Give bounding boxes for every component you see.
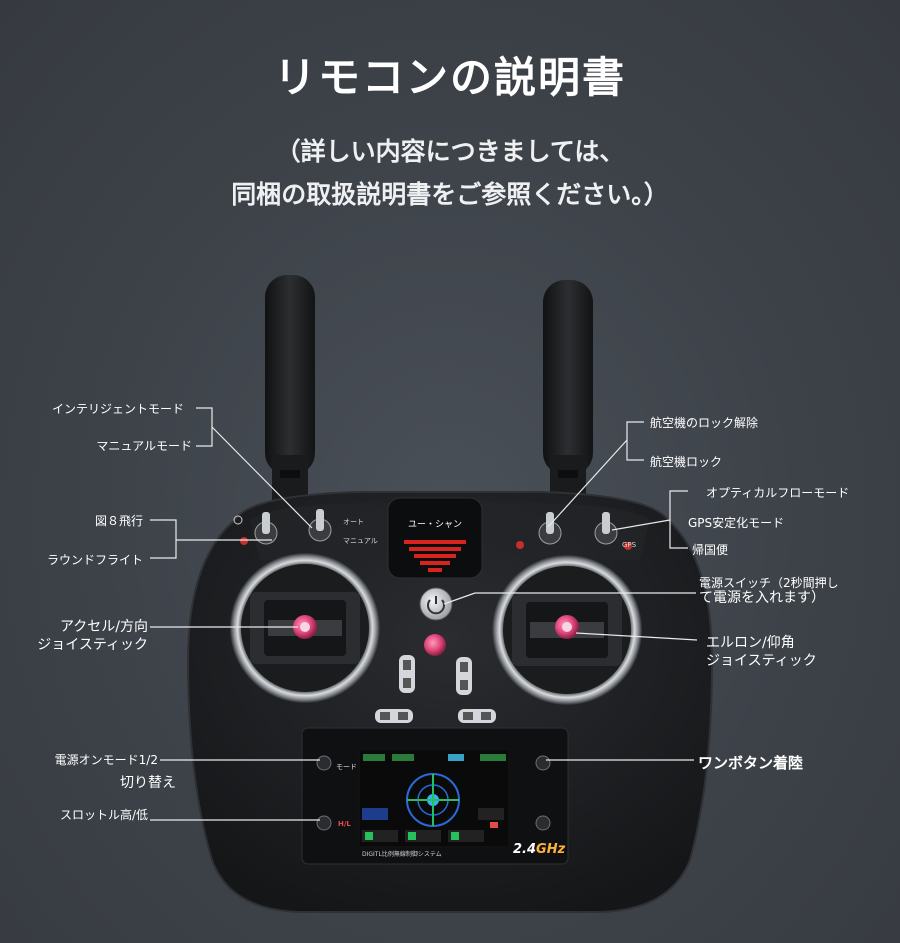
manual-switch-label: マニュアル	[343, 537, 378, 545]
auto-switch-label: オート	[343, 518, 364, 526]
label-throttle: スロットル高/低	[59, 808, 148, 822]
power-button[interactable]	[419, 587, 453, 621]
right-joystick[interactable]	[492, 555, 642, 705]
frequency-badge: 2.4GHz	[513, 842, 565, 857]
label-switch-toggle: 切り替え	[120, 775, 176, 791]
mode-button-label: モード	[336, 763, 357, 771]
right-antenna	[543, 280, 593, 515]
label-left-stick-line2: ジョイスティック	[37, 637, 148, 653]
left-antenna	[265, 275, 315, 515]
label-optical-flow: オプティカルフローモード	[706, 486, 850, 500]
label-right-stick-line1: エルロン/仰角	[706, 635, 795, 651]
label-power-switch-line2: て電源を入れます）	[699, 590, 825, 606]
brand-text: ユー・シャン	[407, 520, 462, 530]
hl-button-label: H/L	[338, 820, 351, 828]
screen-right-lower-button[interactable]	[535, 815, 551, 831]
frequency-unit: GHz	[536, 842, 566, 857]
label-return-home: 帰国便	[692, 543, 729, 557]
power-on-mode-button[interactable]	[316, 755, 332, 771]
label-intelligent-mode: インテリジェントモード	[51, 402, 184, 416]
label-unlock: 航空機のロック解除	[650, 416, 759, 430]
label-manual-mode: マニュアルモード	[96, 439, 192, 453]
brand-panel	[387, 497, 483, 579]
label-right-stick-line2: ジョイスティック	[706, 653, 817, 669]
center-pink-button[interactable]	[424, 634, 446, 656]
screen-caption: DIGITL比例無線制御システム	[362, 851, 442, 858]
label-power-switch-line1: 電源スイッチ（2秒間押し	[699, 576, 839, 590]
label-power-on-mode: 電源オンモード1/2	[54, 753, 158, 767]
page-title: リモコンの説明書	[273, 53, 626, 102]
lcd-screen	[358, 748, 510, 848]
left-joystick[interactable]	[230, 553, 380, 703]
one-key-landing-button[interactable]	[535, 755, 551, 771]
brand-logo	[404, 540, 466, 572]
frequency-main: 2.4	[513, 842, 537, 857]
gps-switch-label: GPS	[622, 541, 637, 549]
subtitle-line-1: （詳しい内容につきましては、	[275, 137, 625, 166]
label-figure8: 図８飛行	[94, 514, 143, 528]
label-lock: 航空機ロック	[650, 455, 723, 469]
label-left-stick-line1: アクセル/方向	[59, 619, 148, 635]
right-mode-toggles	[538, 512, 618, 545]
label-one-key-landing: ワンボタン着陸	[698, 754, 804, 772]
label-gps-stable: GPS安定化モード	[688, 516, 785, 530]
throttle-hl-button[interactable]	[316, 815, 332, 831]
left-mode-toggles	[254, 509, 332, 545]
label-round-flight: ラウンドフライト	[46, 553, 143, 567]
subtitle-line-2: 同梱の取扱説明書をご参照ください。）	[231, 180, 669, 209]
callout-lines	[150, 407, 698, 821]
